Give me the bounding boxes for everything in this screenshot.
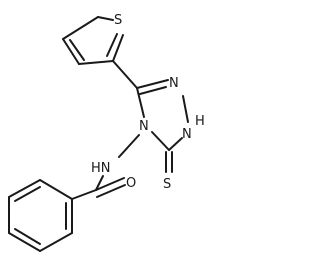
structure-canvas: S N N H N S HN O (8, 13, 205, 252)
bond (69, 39, 85, 61)
phenyl-ring (8, 179, 73, 252)
thione-sulfur-label: S (163, 177, 171, 192)
bond (8, 179, 41, 198)
bond (139, 86, 167, 95)
bond (62, 38, 80, 65)
triazole-nh-hydrogen-label: H (195, 114, 205, 129)
bond (168, 137, 183, 151)
bond (136, 79, 169, 89)
triazole-nh-nitrogen-label: N (182, 127, 192, 142)
triazole-n4-label: N (139, 119, 149, 134)
bond (136, 87, 145, 118)
amide-nh-label: HN (91, 161, 111, 176)
bond (14, 228, 41, 245)
bond (112, 60, 138, 89)
bond (14, 186, 41, 202)
bond (106, 33, 118, 57)
thiophene-sulfur-label: S (114, 13, 122, 28)
molecule-structure: S N N H N S HN O (8, 13, 205, 252)
triazole-nitrogen-label: N (169, 76, 179, 91)
bond (95, 177, 125, 191)
carbonyl-oxygen-label: O (126, 176, 136, 191)
bond (39, 232, 73, 252)
bond (151, 131, 170, 151)
bond (78, 60, 114, 65)
thiophene-ring (62, 16, 124, 65)
triazole-ring (136, 79, 189, 151)
bond (118, 134, 140, 158)
bond (96, 184, 126, 198)
bond (95, 175, 104, 191)
bond (97, 16, 114, 21)
bond (71, 189, 97, 200)
bond (39, 179, 73, 200)
bond (182, 95, 189, 123)
bond (8, 232, 41, 252)
bond (112, 34, 124, 62)
bond (62, 16, 99, 40)
